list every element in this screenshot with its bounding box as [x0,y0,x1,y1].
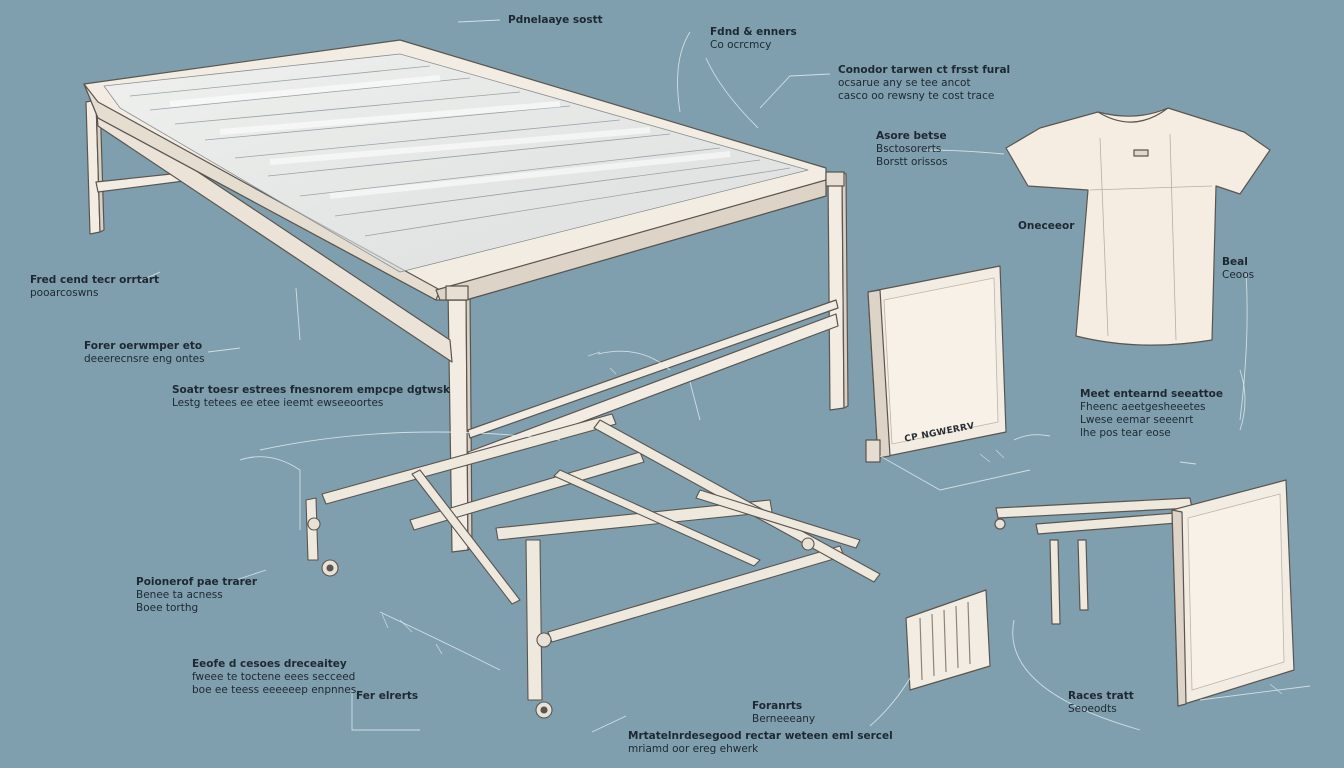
label-left-a: Fred cend tecr orrtart pooarcoswns [30,274,159,300]
label-bottom-right: Races tratt Seoeodts [1068,690,1134,716]
bed-frame-icon [83,39,849,553]
label-left-c: Soatr toesr estrees fnesnorem empcpe dgt… [172,384,450,410]
label-mid-right-a-line2: Bsctosorerts [876,143,942,155]
label-bottom-right-line1: Races tratt [1068,690,1134,702]
label-left-c-line1: Soatr toesr estrees fnesnorem empcpe dgt… [172,384,450,396]
label-top-right-a-line2: Co ocrcmcy [710,39,772,51]
label-left-a-line2: pooarcoswns [30,287,99,299]
label-left-f-line1: Fer elrerts [356,690,419,702]
label-right-mid: Meet entearnd seeattoe Fheenc aeetgeshee… [1080,388,1223,440]
label-left-f: Fer elrerts [356,690,418,703]
label-shirt-left-line1: Oneceeor [1018,220,1075,232]
label-right-mid-line3: Lwese eemar seeenrt [1080,414,1194,426]
label-left-d-line2: Benee ta acness [136,589,223,601]
label-top-right-a-line1: Fdnd & enners [710,26,797,38]
label-left-e: Eeofe d cesoes dreceaitey fweee te tocte… [192,658,356,697]
label-shirt-left: Oneceeor [1018,220,1074,233]
label-left-e-line1: Eeofe d cesoes dreceaitey [192,658,347,670]
label-right-mid-line2: Fheenc aeetgesheeetes [1080,401,1206,413]
label-left-d: Poionerof pae trarer Benee ta acness Boe… [136,576,257,615]
label-mid-right-a: Asore betse Bsctosorerts Borstt orissos [876,130,947,169]
label-left-b-line1: Forer oerwmper eto [84,340,203,352]
label-bottom-a: Foranrts Berneeeany [752,700,815,726]
annotation-lines [137,19,1311,733]
label-bottom-a-line2: Berneeeany [752,713,816,725]
label-bottom-b: Mrtatelnrdesegood rectar weteen eml serc… [628,730,893,756]
label-mid-right-a-line3: Borstt orissos [876,156,948,168]
label-left-b: Forer oerwmper eto deeerecnsre eng ontes [84,340,205,366]
label-left-c-line2: Lestg tetees ee etee ieemt ewseeoortes [172,397,384,409]
label-left-d-line3: Boee torthg [136,602,199,614]
label-left-a-line1: Fred cend tecr orrtart [30,274,160,286]
label-right-mid-line1: Meet entearnd seeattoe [1080,388,1223,400]
dimension-marks [381,351,1283,695]
label-bottom-b-line2: mriamd oor ereg ehwerk [628,743,759,755]
folding-base-icon [305,413,881,719]
label-right-mid-line4: lhe pos tear eose [1080,427,1171,439]
label-shirt-right-line2: Ceoos [1222,269,1255,281]
label-top-right-b-line1: Conodor tarwen ct frsst fural [838,64,1011,76]
label-top-right-b: Conodor tarwen ct frsst fural ocsarue an… [838,64,1010,103]
label-top-center: Pdnelaaye sostt [508,14,603,27]
tshirt-icon [1005,107,1271,346]
folding-hinge-icon [994,479,1295,707]
label-left-d-line1: Poionerof pae trarer [136,576,258,588]
label-top-center-line1: Pdnelaaye sostt [508,14,603,26]
label-shirt-right-line1: Beal [1222,256,1248,268]
label-top-right-a: Fdnd & enners Co ocrcmcy [710,26,797,52]
label-left-e-line3: boe ee teess eeeeeep enpnnes [192,684,357,696]
label-bottom-right-line2: Seoeodts [1068,703,1117,715]
label-shirt-right: Beal Ceoos [1222,256,1254,282]
label-left-e-line2: fweee te toctene eees secceed [192,671,356,683]
label-left-b-line2: deeerecnsre eng ontes [84,353,205,365]
vent-panel-icon [905,589,991,691]
label-bottom-b-line1: Mrtatelnrdesegood rectar weteen eml serc… [628,730,893,742]
headboard-panel-icon [865,265,1007,463]
label-mid-right-a-line1: Asore betse [876,130,947,142]
label-top-right-b-line2: ocsarue any se tee ancot [838,77,971,89]
label-top-right-b-line3: casco oo rewsny te cost trace [838,90,995,102]
label-bottom-a-line1: Foranrts [752,700,803,712]
